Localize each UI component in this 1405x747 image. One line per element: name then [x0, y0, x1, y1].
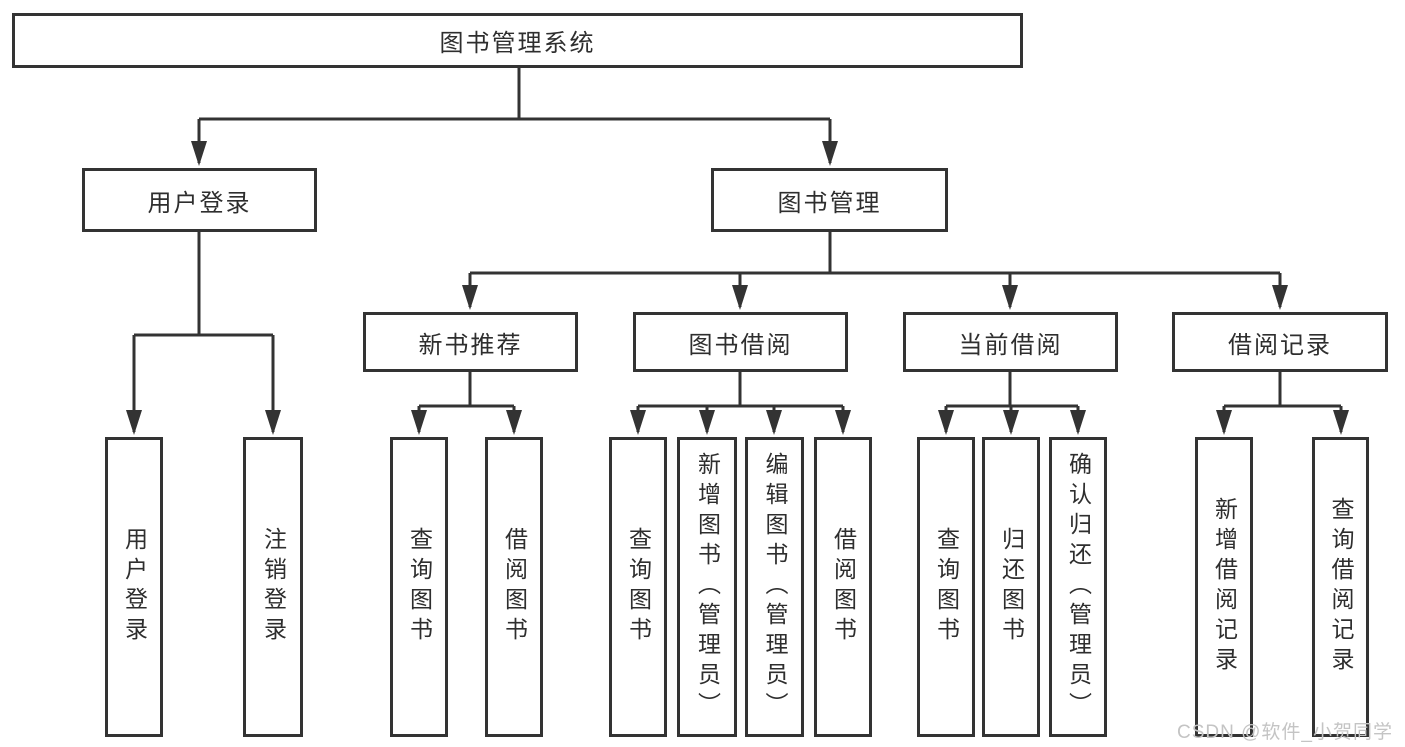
leaf-edit-books-admin-label: 编辑图书（管理员） [762, 452, 788, 722]
csdn-watermark: CSDN @软件_小贺同学 [1177, 722, 1393, 743]
leaf-user-login: 用户登录 [105, 437, 163, 737]
leaf-logout: 注销登录 [243, 437, 303, 737]
leaf-add-books-admin: 新增图书（管理员） [677, 437, 737, 737]
leaf-query-borrow-record: 查询借阅记录 [1312, 437, 1369, 737]
node-new-book-recommend: 新书推荐 [363, 312, 578, 372]
leaf-logout-label: 注销登录 [260, 527, 287, 647]
leaf-user-login-label: 用户登录 [121, 527, 148, 647]
leaf-return-books-label: 归还图书 [998, 527, 1025, 647]
leaf-query-books-recommend-label: 查询图书 [406, 527, 433, 647]
arrowheads [126, 141, 1349, 435]
node-user-login: 用户登录 [82, 168, 317, 232]
node-book-management: 图书管理 [711, 168, 948, 232]
leaf-add-books-admin-label: 新增图书（管理员） [694, 452, 721, 722]
leaf-edit-books-admin: 编辑图书（管理员） [745, 437, 804, 737]
leaf-query-borrow-record-label: 查询借阅记录 [1328, 497, 1354, 677]
leaf-borrow-books-recommend: 借阅图书 [485, 437, 543, 737]
leaf-return-books: 归还图书 [982, 437, 1040, 737]
node-library-management-system: 图书管理系统 [12, 13, 1023, 68]
node-borrowing-records: 借阅记录 [1172, 312, 1388, 372]
leaf-query-books-current: 查询图书 [917, 437, 975, 737]
leaf-add-borrow-record: 新增借阅记录 [1195, 437, 1253, 737]
leaf-query-books-borrowing-label: 查询图书 [625, 527, 652, 647]
leaf-confirm-return-admin: 确认归还（管理员） [1049, 437, 1107, 737]
node-current-borrowing: 当前借阅 [903, 312, 1118, 372]
leaf-borrow-books-label: 借阅图书 [830, 527, 857, 647]
leaf-confirm-return-admin-label: 确认归还（管理员） [1065, 452, 1092, 722]
node-book-borrowing: 图书借阅 [633, 312, 848, 372]
leaf-query-books-borrowing: 查询图书 [609, 437, 667, 737]
leaf-add-borrow-record-label: 新增借阅记录 [1211, 497, 1238, 677]
leaf-query-books-recommend: 查询图书 [390, 437, 448, 737]
leaf-query-books-current-label: 查询图书 [933, 527, 960, 647]
leaf-borrow-books-recommend-label: 借阅图书 [501, 527, 528, 647]
leaf-borrow-books: 借阅图书 [814, 437, 872, 737]
